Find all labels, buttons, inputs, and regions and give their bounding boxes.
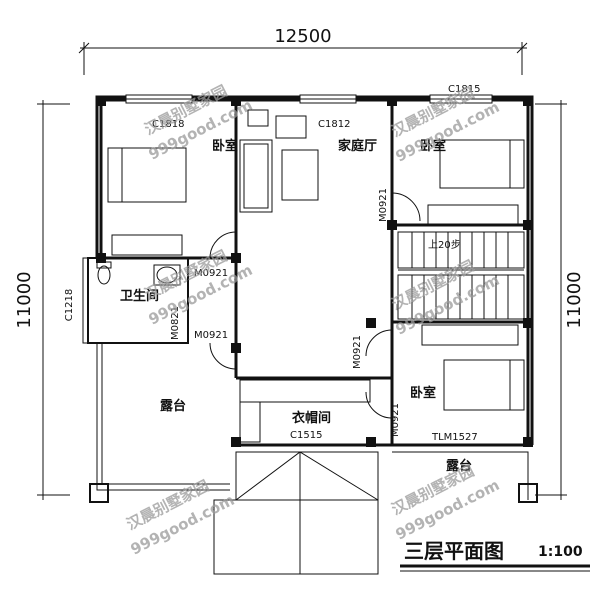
door-code-m0921-mid: M0921: [352, 335, 363, 369]
structural-columns: [96, 96, 533, 447]
room-label-bedroom-nw: 卧室: [212, 138, 238, 154]
door-swings: [209, 192, 421, 419]
door-code-tlm1527: TLM1527: [431, 432, 478, 443]
door-code-m0921-ne: M0921: [378, 188, 389, 222]
top-windows: [125, 94, 493, 104]
family-hall-furniture: [239, 109, 319, 213]
window-code-c1218: C1218: [64, 289, 75, 321]
top-dimension-slash-right: [516, 42, 528, 54]
window-code-c1818: C1818: [152, 119, 184, 130]
door-code-m0821: M0821: [170, 306, 181, 340]
dimension-width-text: 12500: [274, 26, 331, 47]
bathroom-fixtures: [96, 261, 181, 286]
drawing-title: 三层平面图: [404, 539, 504, 563]
room-label-bathroom: 卫生间: [120, 288, 159, 304]
window-code-c1515: C1515: [290, 430, 322, 441]
room-label-family-hall: 家庭厅: [338, 138, 377, 154]
window-code-c1815: C1815: [448, 84, 480, 95]
dimension-height-right-text: 11000: [564, 271, 585, 328]
top-dimension-slash-left: [78, 42, 90, 54]
door-code-m0921-bath-lower: M0921: [194, 330, 228, 341]
staircase: [397, 231, 525, 320]
door-code-m0921-se: M0921: [390, 403, 401, 437]
terrace-west: [89, 343, 230, 503]
window-code-c1812: C1812: [318, 119, 350, 130]
drawing-scale: 1:100: [538, 544, 583, 560]
dimension-height-left-text: 11000: [14, 271, 35, 328]
room-label-terrace-south: 露台: [446, 458, 472, 474]
wardrobes: [111, 204, 519, 443]
room-label-bedroom-ne: 卧室: [420, 138, 446, 154]
door-code-m0921-bath-upper: M0921: [194, 268, 228, 279]
south-terrace-porch: [213, 451, 538, 575]
room-label-bedroom-se: 卧室: [410, 385, 436, 401]
room-label-cloakroom: 衣帽间: [292, 410, 331, 426]
bedroom-beds: [107, 139, 525, 411]
bathroom-walls: [82, 257, 189, 344]
stair-note-up-20: 上20步: [428, 239, 461, 251]
room-label-terrace-west: 露台: [160, 398, 186, 414]
